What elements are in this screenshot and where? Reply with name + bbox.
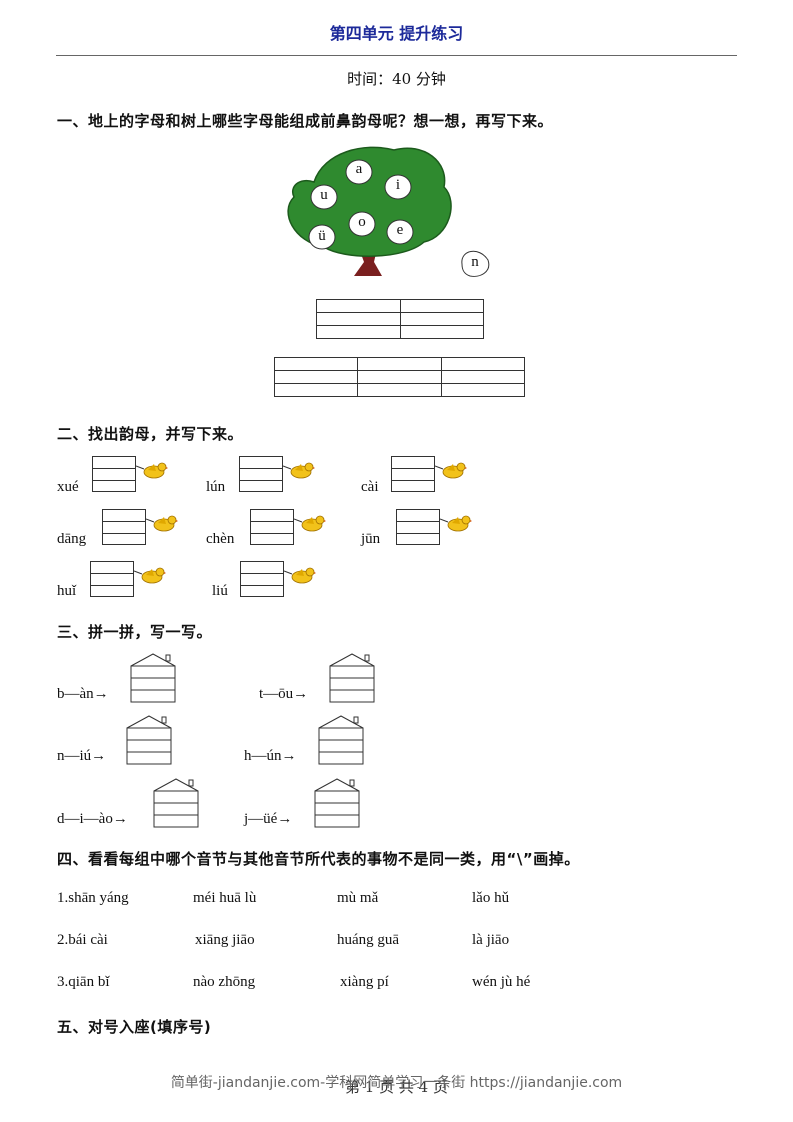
header-divider — [56, 55, 737, 56]
q2-answer-box[interactable] — [240, 561, 284, 597]
ground-letter-n: n — [471, 254, 479, 270]
tree-letter-o: o — [358, 214, 366, 230]
bird-icon — [134, 567, 166, 584]
tree-letter-u-umlaut: ü — [318, 228, 326, 244]
q1-answer-table-small[interactable] — [316, 299, 484, 339]
q4-syllable-option[interactable]: méi huā lù — [193, 890, 257, 906]
q4-syllable-option[interactable]: xiāng jiāo — [195, 932, 255, 948]
q3-writing-house[interactable] — [318, 715, 364, 765]
q3-writing-house[interactable] — [130, 653, 176, 703]
q3-writing-house[interactable] — [153, 778, 199, 828]
bird-icon — [136, 462, 168, 479]
q4-syllable-option[interactable]: wén jù hé — [472, 974, 531, 990]
q4-syllable-option[interactable]: nào zhōng — [193, 974, 256, 990]
q2-answer-box[interactable] — [90, 561, 134, 597]
q3-writing-house[interactable] — [329, 653, 375, 703]
q2-syllable: xué — [57, 479, 79, 495]
q3-writing-house[interactable] — [314, 778, 360, 828]
q4-syllable-option[interactable]: mù mǎ — [337, 890, 379, 906]
q2-answer-box[interactable] — [102, 509, 146, 545]
q2-answer-box[interactable] — [239, 456, 283, 492]
tree-letter-a: a — [355, 161, 363, 177]
q3-spelling-prompt: b—àn→ — [57, 686, 109, 702]
q4-syllable-option[interactable]: 2.bái cài — [57, 932, 108, 948]
bird-icon — [283, 462, 315, 479]
q1-title: 一、地上的字母和树上哪些字母能组成前鼻韵母呢？想一想，再写下来。 — [57, 112, 554, 130]
q3-spelling-prompt: j—üé→ — [244, 811, 293, 827]
footer-watermark: 简单街-jiandanjie.com-学科网简单学习一条街 https://ji… — [170, 1075, 623, 1091]
q2-syllable: cài — [361, 479, 379, 495]
q1-answer-table-large[interactable] — [273, 357, 526, 397]
q2-syllable: liú — [212, 583, 228, 599]
q2-syllable: huǐ — [57, 583, 77, 599]
q4-syllable-option[interactable]: 1.shān yáng — [57, 890, 129, 906]
q3-spelling-prompt: t—ōu→ — [259, 686, 309, 702]
q2-syllable: dāng — [57, 531, 87, 547]
page-header-title: 第四单元 提升练习 — [329, 24, 464, 43]
q2-syllable: lún — [206, 479, 226, 495]
q4-syllable-option[interactable]: huáng guā — [337, 932, 400, 948]
q4-syllable-option[interactable]: lǎo hǔ — [472, 890, 510, 906]
q3-writing-house[interactable] — [126, 715, 172, 765]
q2-syllable: chèn — [206, 531, 235, 547]
tree-letter-i: i — [395, 177, 401, 193]
q4-syllable-option[interactable]: 3.qiān bǐ — [57, 974, 110, 990]
bird-icon — [294, 515, 326, 532]
q3-spelling-prompt: h—ún→ — [244, 748, 297, 764]
page-number: 第 1 页 共 4 页 — [345, 1078, 448, 1096]
bird-icon — [284, 567, 316, 584]
q4-title: 四、看看每组中哪个音节与其他音节所代表的事物不是同一类，用“\”画掉。 — [57, 850, 580, 868]
q3-title: 三、拼一拼，写一写。 — [57, 623, 213, 641]
bird-icon — [435, 462, 467, 479]
q4-syllable-option[interactable]: là jiāo — [472, 932, 510, 948]
q3-spelling-prompt: d—i—ào→ — [57, 811, 128, 827]
tree-illustration — [287, 146, 490, 277]
q2-answer-box[interactable] — [391, 456, 435, 492]
q5-title: 五、对号入座(填序号) — [57, 1018, 212, 1036]
bird-icon — [146, 515, 178, 532]
q2-answer-box[interactable] — [92, 456, 136, 492]
q4-syllable-option[interactable]: xiàng pí — [340, 974, 389, 990]
q3-spelling-prompt: n—iú→ — [57, 748, 107, 764]
q2-answer-box[interactable] — [396, 509, 440, 545]
bird-icon — [440, 515, 472, 532]
q2-syllable: jūn — [361, 531, 381, 547]
q2-answer-box[interactable] — [250, 509, 294, 545]
tree-letter-e: e — [396, 222, 404, 238]
time-limit: 时间：40 分钟 — [347, 70, 446, 88]
q2-title: 二、找出韵母，并写下来。 — [57, 425, 244, 443]
tree-letter-u: u — [320, 187, 328, 203]
